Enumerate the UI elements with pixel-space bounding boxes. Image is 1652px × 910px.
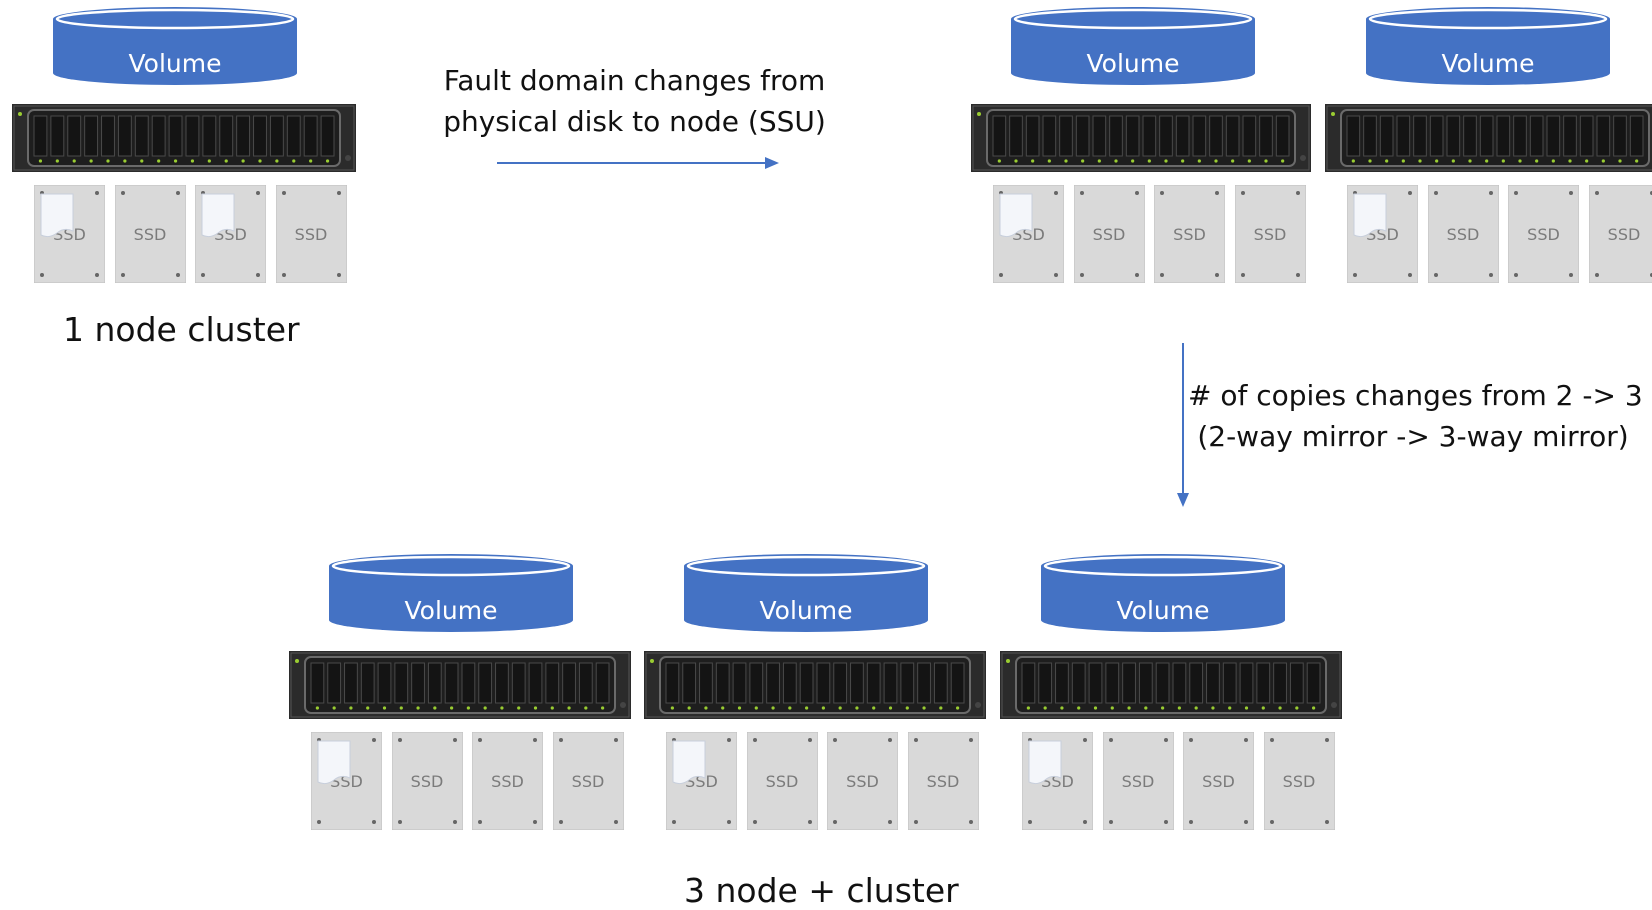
ssd-drive-icon: SSD xyxy=(275,185,347,283)
ssd-label: SSD xyxy=(410,772,444,791)
ssd-drive-icon: SSD xyxy=(195,185,266,283)
ssd-label: SSD xyxy=(571,772,605,791)
ssd-label: SSD xyxy=(133,225,167,244)
ssd-drive-icon: SSD xyxy=(827,732,898,830)
ssd-label: SSD xyxy=(1173,225,1206,244)
ssd-drive-icon: SSD xyxy=(1102,732,1174,830)
copies-note-line1: # of copies changes from 2 -> 3 xyxy=(1188,379,1643,412)
document-icon xyxy=(1028,740,1062,791)
document-icon xyxy=(672,740,706,791)
ssd-label: SSD xyxy=(491,772,524,791)
ssd-drive-icon: SSD xyxy=(552,732,624,830)
volume-cylinder-icon: Volume xyxy=(1039,552,1287,634)
ssd-drive-icon: SSD xyxy=(1234,185,1306,283)
volume-cylinder-icon: Volume xyxy=(1009,5,1257,87)
volume-label: Volume xyxy=(1441,49,1535,78)
volume-label: Volume xyxy=(1116,596,1210,625)
document-icon xyxy=(999,193,1033,244)
volume-label: Volume xyxy=(759,596,853,625)
ssd-label: SSD xyxy=(1527,225,1560,244)
ssd-drive-icon: SSD xyxy=(1347,185,1418,283)
ssd-drive-icon: SSD xyxy=(391,732,463,830)
arrow-down-icon xyxy=(1177,343,1189,507)
ssd-label: SSD xyxy=(926,772,960,791)
ssd-label: SSD xyxy=(1282,772,1316,791)
server-chassis-icon xyxy=(1000,651,1342,719)
arrow-right-icon xyxy=(497,157,779,169)
ssd-label: SSD xyxy=(1446,225,1480,244)
document-icon xyxy=(201,193,235,244)
ssd-drive-icon: SSD xyxy=(666,732,737,830)
server-chassis-icon xyxy=(12,104,356,172)
fault-domain-note-line2: physical disk to node (SSU) xyxy=(443,105,826,138)
volume-cylinder-icon: Volume xyxy=(1364,5,1612,87)
ssd-drive-icon: SSD xyxy=(1073,185,1145,283)
ssd-label: SSD xyxy=(1121,772,1155,791)
ssd-drive-icon: SSD xyxy=(993,185,1064,283)
ssd-drive-icon: SSD xyxy=(311,732,382,830)
multi-node-caption: 3 node + cluster xyxy=(684,871,959,910)
ssd-label: SSD xyxy=(1092,225,1126,244)
ssd-drive-icon: SSD xyxy=(1508,185,1579,283)
ssd-drive-icon: SSD xyxy=(907,732,979,830)
volume-cylinder-icon: Volume xyxy=(327,552,575,634)
fault-domain-note: Fault domain changes from physical disk … xyxy=(437,60,832,142)
server-chassis-icon xyxy=(644,651,986,719)
server-chassis-icon xyxy=(971,104,1311,172)
ssd-drive-icon: SSD xyxy=(1588,185,1652,283)
volume-label: Volume xyxy=(128,49,222,78)
volume-cylinder-icon: Volume xyxy=(682,552,930,634)
ssd-label: SSD xyxy=(846,772,879,791)
volume-label: Volume xyxy=(404,596,498,625)
ssd-drive-icon: SSD xyxy=(1022,732,1093,830)
ssd-label: SSD xyxy=(1253,225,1287,244)
ssd-drive-icon: SSD xyxy=(1263,732,1335,830)
ssd-label: SSD xyxy=(294,225,328,244)
ssd-drive-icon: SSD xyxy=(1427,185,1499,283)
server-chassis-icon xyxy=(289,651,631,719)
ssd-label: SSD xyxy=(1607,225,1641,244)
document-icon xyxy=(40,193,74,244)
ssd-label: SSD xyxy=(1202,772,1235,791)
ssd-drive-icon: SSD xyxy=(746,732,818,830)
server-chassis-icon xyxy=(1325,104,1652,172)
ssd-label: SSD xyxy=(765,772,799,791)
ssd-drive-icon: SSD xyxy=(472,732,543,830)
ssd-drive-icon: SSD xyxy=(1154,185,1225,283)
ssd-drive-icon: SSD xyxy=(34,185,105,283)
single-node-caption: 1 node cluster xyxy=(63,310,300,349)
volume-label: Volume xyxy=(1086,49,1180,78)
volume-cylinder-icon: Volume xyxy=(51,5,299,87)
copies-note-line2: (2-way mirror -> 3-way mirror) xyxy=(1197,420,1629,453)
copies-note: # of copies changes from 2 -> 3 (2-way m… xyxy=(1188,375,1643,457)
ssd-drive-icon: SSD xyxy=(1183,732,1254,830)
document-icon xyxy=(1353,193,1387,244)
ssd-drive-icon: SSD xyxy=(114,185,186,283)
fault-domain-note-line1: Fault domain changes from xyxy=(443,64,826,97)
document-icon xyxy=(317,740,351,791)
